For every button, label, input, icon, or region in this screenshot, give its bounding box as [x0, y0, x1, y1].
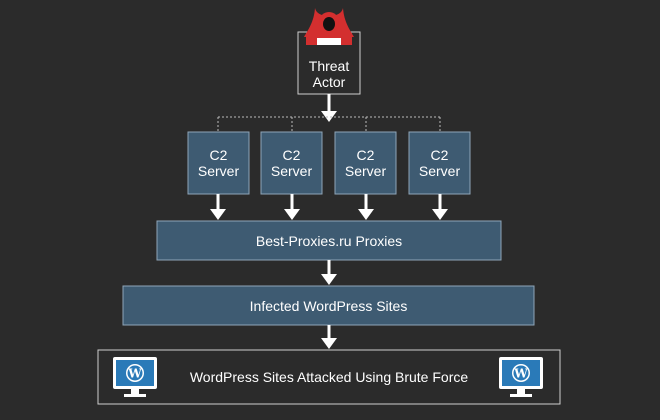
c2-server-box-4: [408, 131, 471, 195]
arrowhead-proxies: [321, 274, 337, 285]
attacked-sites-label: WordPress Sites Attacked Using Brute For…: [189, 369, 469, 385]
c2-server-label-1: C2 Server: [197, 147, 240, 179]
infected-sites-box: [122, 285, 535, 326]
attacked-sites-box: [97, 349, 561, 405]
svg-text:W: W: [127, 367, 142, 381]
hooded-hacker-icon: [304, 8, 354, 45]
wordpress-monitor-icon-right: W: [499, 357, 543, 397]
c2-server-label-3: C2 Server: [344, 147, 387, 179]
arrowhead-actor: [321, 111, 337, 122]
arrows-c2-to-proxies: [210, 194, 448, 220]
svg-text:W: W: [513, 367, 528, 381]
arrowhead-infected: [321, 338, 337, 349]
c2-server-label-4: C2 Server: [418, 147, 461, 179]
proxies-label: Best-Proxies.ru Proxies: [255, 232, 403, 249]
c2-server-box-3: [334, 131, 397, 195]
c2-server-box-1: [187, 131, 250, 195]
c2-server-box-2: [260, 131, 323, 195]
threat-actor-label: Threat Actor: [308, 58, 350, 90]
c2-server-label-2: C2 Server: [270, 147, 313, 179]
infected-sites-label: Infected WordPress Sites: [249, 297, 408, 314]
wordpress-monitor-icon-left: W: [113, 357, 157, 397]
